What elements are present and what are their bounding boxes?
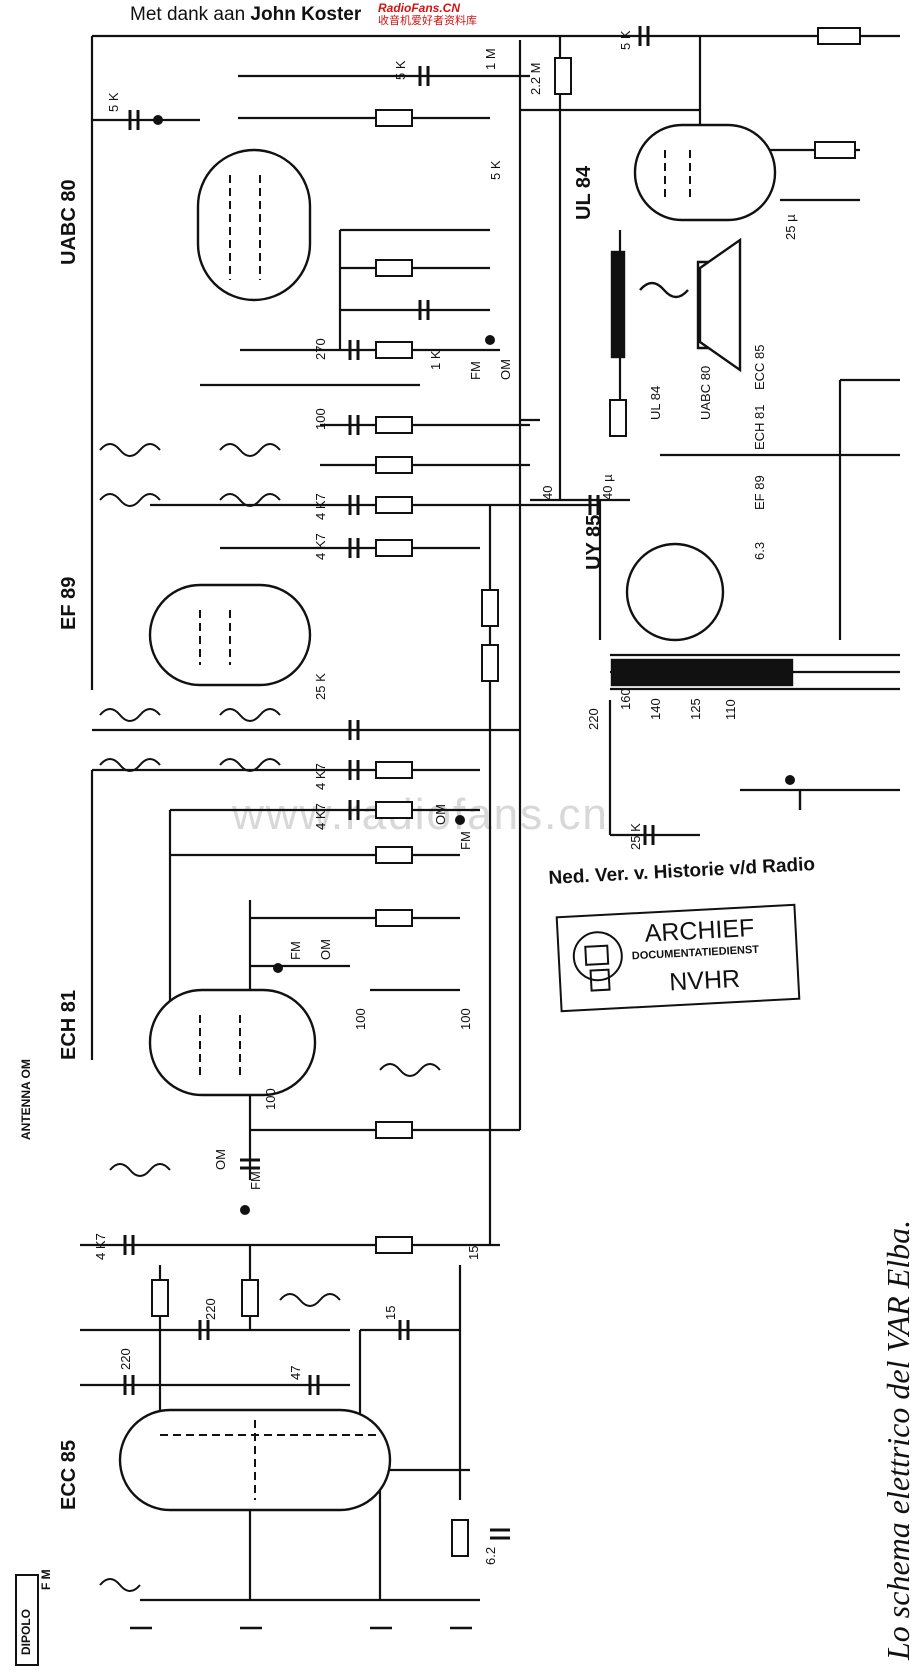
svg-text:4 K7: 4 K7 (313, 493, 328, 520)
credit-header: Met dank aan John Koster (130, 4, 361, 26)
svg-text:220: 220 (586, 708, 601, 730)
svg-text:FM: FM (458, 831, 473, 850)
svg-text:5 K: 5 K (488, 160, 503, 180)
svg-text:OM: OM (498, 359, 513, 380)
svg-text:OM: OM (213, 1149, 228, 1170)
svg-text:OM: OM (433, 804, 448, 825)
svg-text:FM: FM (288, 941, 303, 960)
nvhr-logo-icon (572, 931, 623, 992)
svg-text:270: 270 (313, 338, 328, 360)
credit-prefix: Met dank aan (130, 4, 246, 25)
radiofans-watermark: RadioFans.CN 收音机爱好者资料库 (378, 2, 477, 28)
fm-label: F M (39, 1569, 53, 1590)
tube-ecc85: ECC 85 (58, 1440, 80, 1510)
svg-text:6.2: 6.2 (483, 1547, 498, 1565)
watermark-site: RadioFans.CN (378, 1, 461, 15)
stamp-nvhr: NVHR (668, 964, 741, 997)
svg-text:OM: OM (318, 939, 333, 960)
tube-uy85: UY 85 (583, 515, 605, 570)
svg-text:40 µ: 40 µ (600, 474, 615, 500)
schematic-caption: Lo schema elettrico del VAR Elba. (880, 1219, 916, 1660)
credit-name: John Koster (250, 4, 362, 25)
svg-text:40: 40 (540, 486, 555, 500)
tube-ul84: UL 84 (573, 165, 595, 220)
svg-text:4 K7: 4 K7 (313, 763, 328, 790)
svg-text:5 K: 5 K (618, 30, 633, 50)
svg-text:15: 15 (383, 1306, 398, 1320)
label-5k-top: 5 K (106, 92, 121, 112)
watermark-sub: 收音机爱好者资料库 (378, 15, 477, 27)
svg-text:100: 100 (313, 408, 328, 430)
svg-text:4 K7: 4 K7 (93, 1233, 108, 1260)
archive-stamp: ARCHIEF DOCUMENTATIEDIENST NVHR (555, 903, 801, 1013)
antenna-label: ANTENNA OM (19, 1059, 33, 1140)
tube-ef89: EF 89 (58, 577, 80, 630)
svg-text:1 K: 1 K (428, 350, 443, 370)
svg-text:4 K7: 4 K7 (313, 803, 328, 830)
svg-text:110: 110 (723, 699, 738, 720)
center-watermark: www.radiofans.cn (232, 790, 609, 839)
svg-text:5 K: 5 K (393, 60, 408, 80)
svg-text:FM: FM (468, 361, 483, 380)
svg-text:UL 84: UL 84 (648, 386, 663, 420)
svg-text:4 K7: 4 K7 (313, 533, 328, 560)
svg-text:100: 100 (263, 1088, 278, 1110)
svg-text:25 K: 25 K (313, 673, 328, 700)
svg-text:ECC 85: ECC 85 (752, 344, 767, 390)
svg-text:220: 220 (203, 1298, 218, 1320)
svg-text:6.3: 6.3 (752, 542, 767, 560)
svg-text:2.2 M: 2.2 M (528, 62, 543, 95)
tube-ech81: ECH 81 (58, 990, 80, 1060)
stamp-archief: ARCHIEF (643, 913, 755, 948)
svg-text:ECH 81: ECH 81 (752, 404, 767, 450)
svg-text:140: 140 (648, 698, 663, 720)
svg-text:UABC 80: UABC 80 (698, 366, 713, 420)
svg-text:FM: FM (248, 1171, 263, 1190)
svg-text:EF 89: EF 89 (752, 475, 767, 510)
svg-text:220: 220 (118, 1348, 133, 1370)
svg-text:100: 100 (458, 1008, 473, 1030)
svg-text:25 K: 25 K (628, 823, 643, 850)
tube-uabc80: UABC 80 (58, 179, 80, 265)
svg-text:15: 15 (466, 1246, 481, 1260)
svg-text:100: 100 (353, 1008, 368, 1030)
svg-text:1 M: 1 M (483, 48, 498, 70)
svg-text:47: 47 (288, 1366, 303, 1380)
dipole-label: DIPOLO (19, 1609, 33, 1655)
svg-text:25 µ: 25 µ (783, 214, 798, 240)
svg-text:125: 125 (688, 698, 703, 720)
svg-text:160: 160 (618, 688, 633, 710)
